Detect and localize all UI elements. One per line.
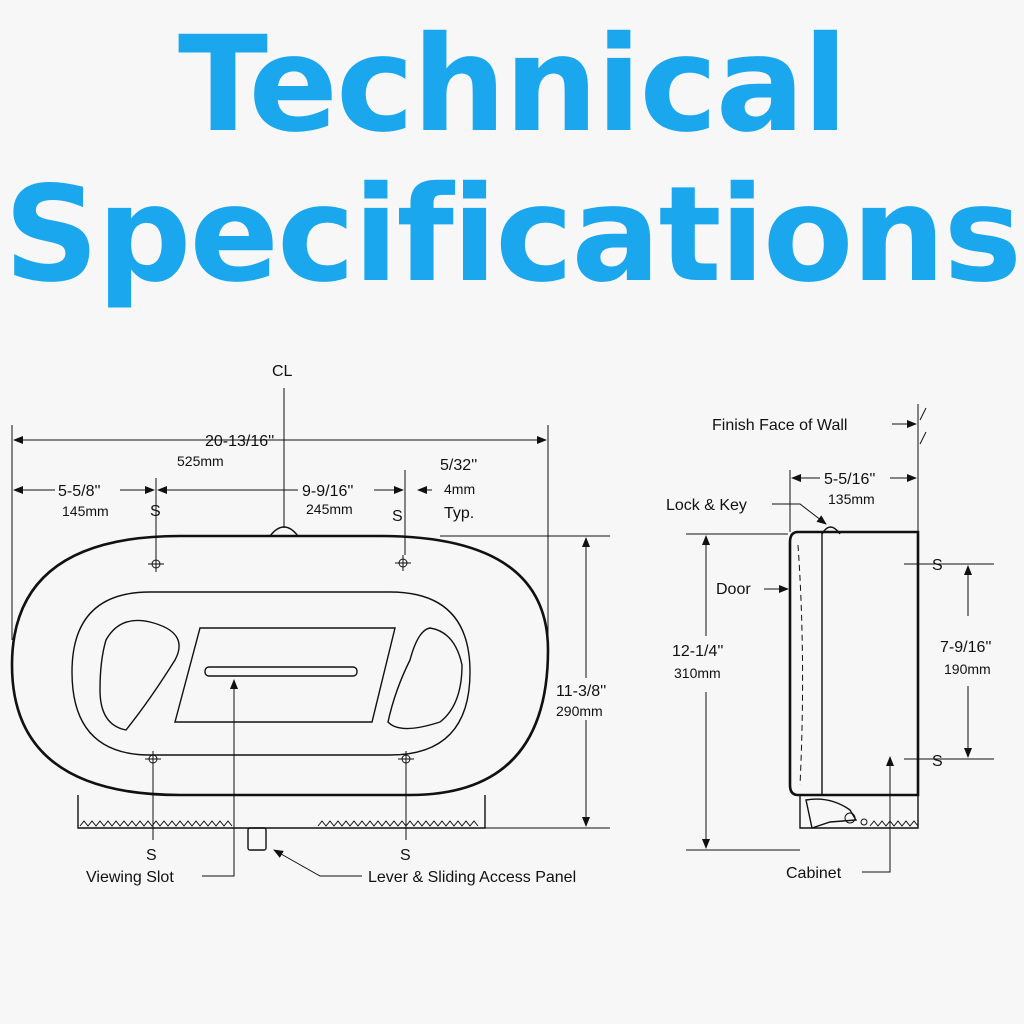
screw-spacing-metric: 190mm <box>944 661 991 677</box>
door-label: Door <box>716 581 751 598</box>
door-hidden-line <box>797 544 804 786</box>
center-access-panel <box>174 627 396 723</box>
lock-key-leader <box>772 503 827 525</box>
hole-note: Typ. <box>444 505 474 522</box>
page-title: Technical Specifications <box>0 10 1024 310</box>
cabinet-side-outline <box>788 530 920 797</box>
left-offset-metric: 145mm <box>62 503 109 519</box>
side-screw-label-top: S <box>932 557 943 574</box>
overall-width-imperial: 20-13/16'' <box>205 433 274 450</box>
side-screw-label-bottom: S <box>932 753 943 770</box>
depth-imperial: 5-5/16'' <box>824 471 875 488</box>
side-rivet <box>844 812 856 824</box>
viewing-slot-label: Viewing Slot <box>86 869 174 886</box>
tear-bar-right <box>317 820 479 827</box>
side-tear-bar <box>869 820 919 827</box>
front-view: CL 20-13/16'' 525mm 5-5/8'' 145mm 9-9/16… <box>10 363 610 886</box>
side-lever <box>805 798 858 829</box>
screw-hole-top-right <box>395 555 411 571</box>
title-line-2: Specifications <box>3 158 1022 312</box>
screw-label-top-left: S <box>150 503 161 520</box>
side-height-metric: 310mm <box>674 665 721 681</box>
screw-hole-bottom-left <box>145 751 161 767</box>
finish-face-label: Finish Face of Wall <box>712 417 847 434</box>
inner-panel <box>71 591 471 756</box>
housing-outline <box>10 534 550 797</box>
viewing-window-left <box>99 619 180 731</box>
wall-hatch-1 <box>919 407 927 421</box>
screw-hole-top-left <box>148 556 164 572</box>
hole-imperial: 5/32'' <box>440 457 477 474</box>
side-height-imperial: 12-1/4'' <box>672 643 723 660</box>
left-offset-imperial: 5-5/8'' <box>58 483 101 500</box>
screw-label-bottom-right: S <box>400 847 411 864</box>
lever <box>247 827 267 851</box>
height-metric: 290mm <box>556 703 603 719</box>
lever-label: Lever & Sliding Access Panel <box>368 869 576 886</box>
screw-hole-bottom-right <box>398 751 414 767</box>
side-rivet-small <box>860 818 868 826</box>
depth-metric: 135mm <box>828 491 875 507</box>
lock-key-label: Lock & Key <box>666 497 747 514</box>
side-view: Finish Face of Wall 5-5/16'' 135mm Lock … <box>666 404 994 882</box>
wall-hatch-2 <box>919 431 927 445</box>
side-base <box>799 795 919 829</box>
viewing-slot-leader <box>202 679 238 877</box>
tear-bar-left <box>79 820 233 827</box>
centerline-mark: CL <box>272 363 293 380</box>
lever-leader <box>273 849 362 877</box>
viewing-slot <box>204 666 358 677</box>
center-span-imperial: 9-9/16'' <box>302 483 353 500</box>
title-line-1: Technical <box>177 8 848 162</box>
top-lock-knob <box>269 526 299 537</box>
screw-spacing-imperial: 7-9/16'' <box>940 639 991 656</box>
height-imperial: 11-3/8'' <box>556 683 606 700</box>
viewing-window-right <box>387 627 463 730</box>
cabinet-leader <box>862 756 894 873</box>
overall-width-metric: 525mm <box>177 453 224 469</box>
dispenser-base <box>77 795 486 829</box>
cabinet-label: Cabinet <box>786 865 842 882</box>
screw-label-top-right: S <box>392 508 403 525</box>
hole-metric: 4mm <box>444 481 475 497</box>
center-span-metric: 245mm <box>306 501 353 517</box>
screw-label-bottom-left: S <box>146 847 157 864</box>
